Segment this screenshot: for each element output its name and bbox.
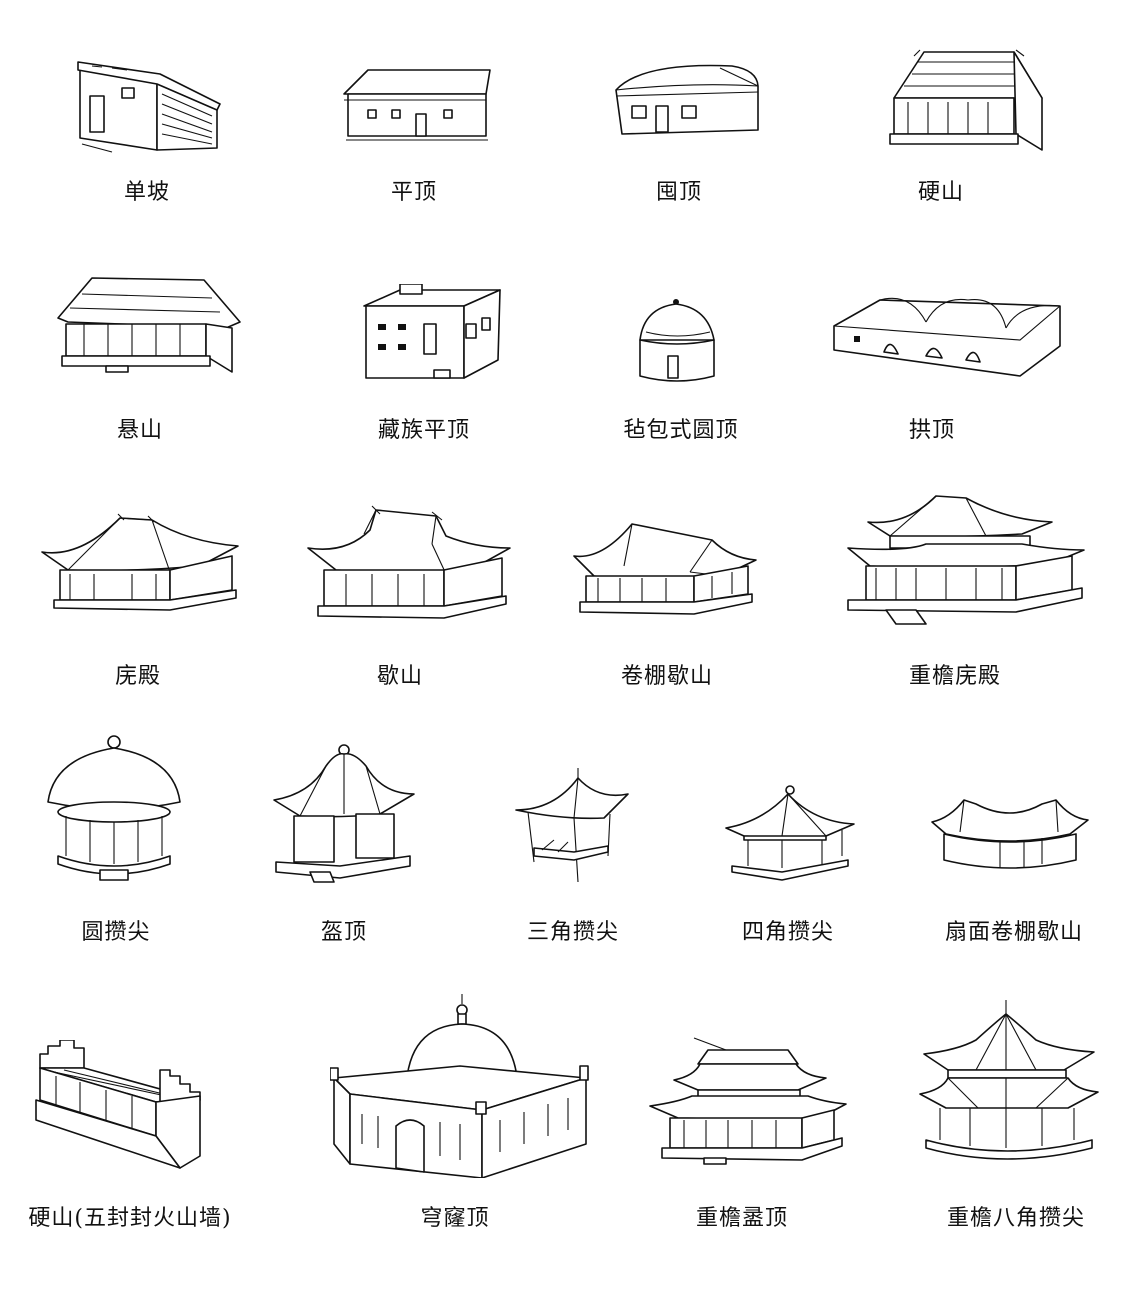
label-double-eave-hip: 重檐庑殿: [908, 664, 1002, 689]
double-eave-flat-top-hip-drawing: [648, 1036, 848, 1172]
label-square-pyramidal: 四角攒尖: [741, 920, 835, 945]
overhanging-gable-roof-drawing: [56, 272, 242, 384]
vaulted-roof-drawing: [830, 296, 1064, 380]
fan-shaped-round-ridge-drawing: [930, 796, 1090, 876]
helmet-roof-drawing: [270, 742, 418, 886]
label-dome: 穹窿顶: [420, 1206, 490, 1231]
yurt-dome-roof-drawing: [632, 299, 722, 386]
hip-roof-drawing: [40, 512, 240, 620]
label-double-eave-flat-top-hip: 重檐盝顶: [695, 1206, 789, 1231]
label-fan-shaped-round-ridge: 扇面卷棚歇山: [944, 920, 1084, 945]
label-barrel-top: 囤顶: [655, 180, 703, 205]
label-hip-roof: 庑殿: [114, 664, 162, 689]
label-vaulted: 拱顶: [908, 418, 956, 443]
triangular-pyramidal-roof-drawing: [514, 766, 630, 886]
hip-and-gable-roof-drawing: [306, 504, 512, 634]
label-triangular-pyramidal: 三角攒尖: [526, 920, 620, 945]
flush-gable-roof-drawing: [884, 46, 1046, 158]
round-ridge-hip-gable-drawing: [572, 520, 758, 624]
tibetan-flat-roof-drawing: [360, 284, 504, 390]
double-eave-hip-roof-drawing: [846, 492, 1086, 628]
flat-roof-drawing: [340, 66, 492, 146]
label-round-pyramidal: 圆攒尖: [81, 920, 151, 945]
label-double-eave-octagonal: 重檐八角攒尖: [946, 1206, 1086, 1231]
label-hip-and-gable: 歇山: [376, 664, 424, 689]
single-slope-roof-drawing: [72, 58, 222, 158]
barrel-top-roof-drawing: [612, 60, 760, 144]
label-flat-roof: 平顶: [390, 180, 438, 205]
label-single-slope: 单坡: [123, 180, 171, 205]
label-yurt-dome: 毡包式圆顶: [623, 418, 739, 443]
label-helmet-roof: 盔顶: [320, 920, 368, 945]
label-firewall-gable: 硬山(五封封火山墙): [28, 1206, 232, 1231]
label-flush-gable: 硬山: [917, 180, 965, 205]
label-tibetan-flat-roof: 藏族平顶: [377, 418, 471, 443]
dome-roof-drawing: [330, 994, 592, 1178]
round-pyramidal-roof-drawing: [44, 732, 184, 884]
square-pyramidal-roof-drawing: [722, 784, 858, 884]
double-eave-octagonal-pyramidal-drawing: [918, 1000, 1100, 1172]
label-round-ridge-hip-gable: 卷棚歇山: [620, 664, 714, 689]
label-overhanging-gable: 悬山: [116, 418, 164, 443]
firewall-gable-roof-drawing: [34, 1040, 204, 1170]
